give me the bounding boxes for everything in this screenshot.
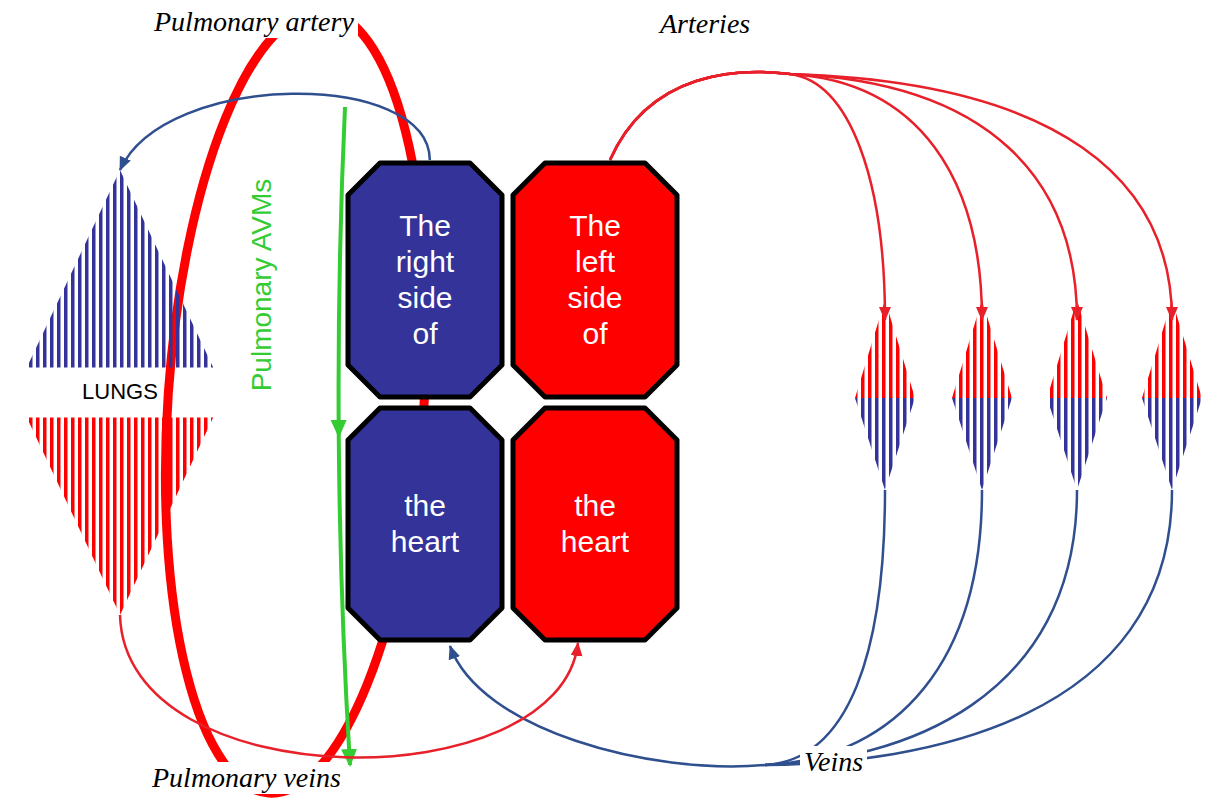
- avm-arrow-upper: [339, 107, 345, 436]
- octagon-outline: [510, 160, 680, 400]
- octagon-fill: [513, 163, 677, 397]
- heart-chamber: The right side of: [345, 160, 505, 400]
- vein-line: [765, 490, 1077, 765]
- chamber-label: The right side of: [383, 208, 468, 352]
- octagon-fill: [513, 408, 677, 640]
- heart-chamber: The left side of: [510, 160, 680, 400]
- vessel-label: Pulmonary artery: [150, 6, 358, 38]
- lungs-lower: [27, 418, 213, 616]
- organ-label: LUNGS: [82, 379, 158, 405]
- avm-label: Pulmonary AVMs: [247, 179, 278, 392]
- chamber-label: the heart: [553, 488, 638, 560]
- text-holder: The right side of: [383, 208, 468, 352]
- lungs-upper: [27, 170, 213, 368]
- lungs-diamond: LUNGS: [15, 170, 225, 615]
- tissue-diamonds: [855, 300, 1202, 490]
- vessel-label: Veins: [800, 746, 867, 778]
- artery-lines: [610, 72, 1172, 320]
- tissue-bottom: [855, 398, 915, 490]
- vein-line: [765, 490, 885, 765]
- tissue-bottom: [952, 398, 1012, 490]
- octagon-fill: [348, 408, 502, 640]
- vessel-label: Pulmonary veins: [148, 762, 345, 794]
- text-holder: LUNGS: [82, 379, 158, 405]
- octagon-outline: [510, 405, 680, 643]
- text-holder: The left side of: [553, 208, 638, 352]
- octagon-fill: [348, 163, 502, 397]
- vein-line: [450, 646, 765, 766]
- artery-line: [610, 72, 1172, 320]
- tissue-bottom: [1142, 398, 1202, 490]
- vein-line: [765, 490, 1172, 765]
- vessel-label: Arteries: [656, 8, 754, 40]
- vessel-connector: [120, 94, 430, 170]
- octagon-outline: [345, 160, 505, 400]
- heart-chamber: the heart: [345, 405, 505, 643]
- vein-line: [765, 490, 982, 765]
- heart-chamber: the heart: [510, 405, 680, 643]
- highlight-ellipse: [141, 2, 451, 802]
- text-holder: the heart: [553, 488, 638, 560]
- tissue-bottom: [1047, 398, 1107, 490]
- vessel-connector: [120, 615, 578, 757]
- chamber-label: the heart: [383, 488, 468, 560]
- chamber-label: The left side of: [553, 208, 638, 352]
- text-holder: the heart: [383, 488, 468, 560]
- octagon-outline: [345, 405, 505, 643]
